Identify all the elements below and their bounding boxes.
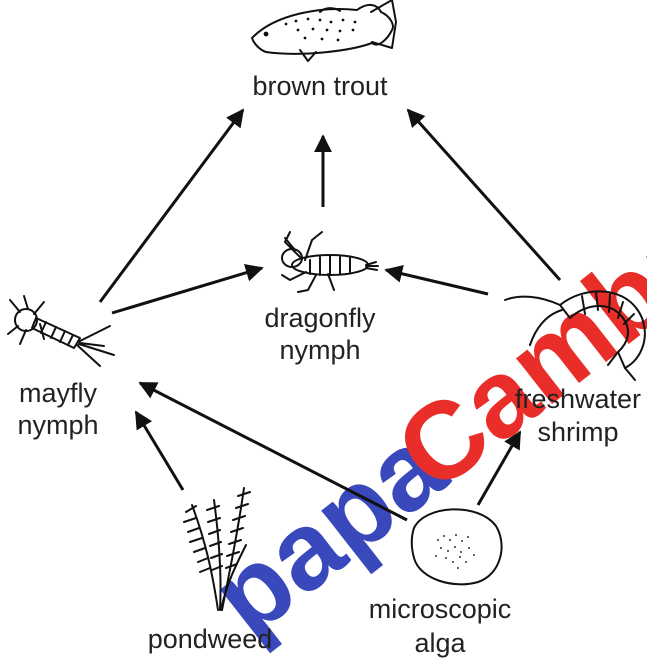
dragonfly-nymph-icon (282, 232, 378, 292)
mayfly-nymph-label-line1: mayfly (19, 378, 98, 408)
pondweed-label: pondweed (148, 624, 273, 654)
dragonfly-nymph-label-line2: nymph (279, 335, 360, 365)
microscopic-alga-label-line1: microscopic (369, 594, 512, 624)
mayfly-nymph-icon (8, 296, 114, 366)
arrow-pondweed-to-mayfly (136, 412, 183, 490)
mayfly-nymph-label-line2: nymph (17, 410, 98, 440)
arrow-mayfly-to-trout (100, 110, 243, 302)
arrow-shrimp-to-dragonfly (386, 270, 488, 294)
freshwater-shrimp-label-line2: shrimp (537, 417, 618, 447)
freshwater-shrimp-label-line1: freshwater (515, 384, 641, 414)
arrow-shrimp-to-trout (408, 110, 560, 280)
arrow-mayfly-to-dragonfly (112, 268, 262, 313)
brown-trout-label: brown trout (252, 71, 388, 101)
watermark-suffix: Cambrid (374, 143, 647, 515)
microscopic-alga-label-line2: alga (414, 628, 466, 658)
trout-icon (252, 0, 396, 61)
dragonfly-nymph-label-line1: dragonfly (264, 303, 376, 333)
